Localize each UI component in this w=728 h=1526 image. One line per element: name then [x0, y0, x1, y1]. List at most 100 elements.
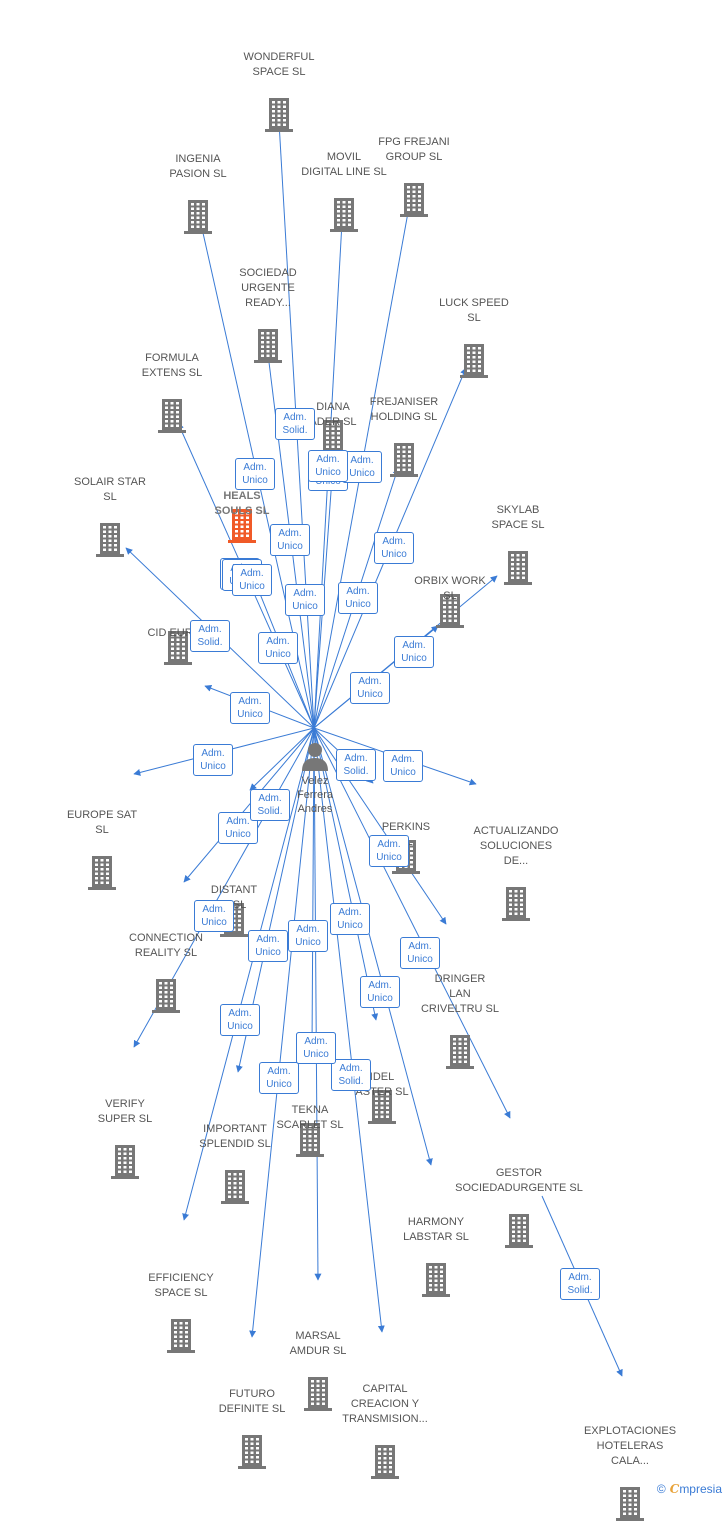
relation-badge-ingenia[interactable]: Adm.Unico: [235, 458, 275, 490]
building-icon[interactable]: [399, 183, 429, 217]
relation-badge-gestor[interactable]: Adm.Unico: [330, 903, 370, 935]
relation-badge-connection[interactable]: Adm.Unico: [194, 900, 234, 932]
relation-badge-luck[interactable]: Adm.Unico: [374, 532, 414, 564]
building-icon[interactable]: [370, 1445, 400, 1479]
relation-badge-idel[interactable]: Adm.Unico: [400, 937, 440, 969]
relation-badge-line: Adm.: [267, 1066, 291, 1077]
relation-badge-line: Unico: [349, 468, 375, 479]
relation-badge-futuro[interactable]: Adm.Unico: [230, 692, 270, 724]
building-icon[interactable]: [264, 98, 294, 132]
person-name[interactable]: Velez Ferrera Andres: [296, 775, 334, 815]
relation-badge-diana[interactable]: Adm.Unico: [285, 584, 325, 616]
building-icon[interactable]: [253, 329, 283, 363]
building-icon[interactable]: [220, 1170, 250, 1204]
relation-badge-line: Unico: [357, 689, 383, 700]
relation-badge-line: Adm.: [238, 696, 262, 707]
relation-badge-orbix[interactable]: Adm.Unico: [394, 636, 434, 668]
building-icon[interactable]: [367, 1090, 397, 1124]
relation-badge-verify[interactable]: Adm.Unico: [360, 976, 400, 1008]
relation-badge-movil[interactable]: Adm.Unico: [350, 672, 390, 704]
relation-badge-line: Unico: [242, 475, 268, 486]
building-icon[interactable]: [295, 1123, 325, 1157]
relation-badge-skylab[interactable]: Adm.Unico: [338, 582, 378, 614]
company-label-line: SPACE SL: [252, 66, 306, 78]
relation-badge-actualizando[interactable]: Adm.Unico: [383, 750, 423, 782]
relation-badge-capital[interactable]: Adm.Unico: [259, 1062, 299, 1094]
relation-badge-cid[interactable]: Adm.Unico: [258, 632, 298, 664]
relation-badge-solair[interactable]: Adm.Solid.: [190, 620, 230, 652]
building-icon[interactable]: [503, 551, 533, 585]
relation-badge-tekna[interactable]: Adm.Unico: [296, 1032, 336, 1064]
building-icon[interactable]: [389, 443, 419, 477]
building-icon[interactable]: [237, 1435, 267, 1469]
building-icon[interactable]: [110, 1145, 140, 1179]
relation-badge-perkins[interactable]: Adm.Solid.: [336, 749, 376, 781]
relation-badge-efficiency[interactable]: Adm.Unico: [288, 920, 328, 952]
relation-badge-dringer[interactable]: Adm.Unico: [218, 812, 258, 844]
building-icon[interactable]: [504, 1214, 534, 1248]
building-icon[interactable]: [445, 1035, 475, 1069]
company-label-line: SKYLAB: [496, 504, 540, 516]
relation-badge-wonderful[interactable]: Adm.Solid.: [275, 408, 315, 440]
relation-badge-line: Adm.: [296, 924, 320, 935]
building-icon[interactable]: [151, 979, 181, 1013]
building-icon[interactable]: [421, 1263, 451, 1297]
person-icon[interactable]: [299, 740, 331, 772]
building-icon[interactable]: [501, 887, 531, 921]
building-icon[interactable]: [615, 1487, 645, 1521]
building-icon[interactable]: [157, 399, 187, 433]
relation-badge-important[interactable]: Adm.Unico: [220, 1004, 260, 1036]
relation-badge-frejaniser[interactable]: Adm.Unico: [308, 450, 348, 482]
building-icon[interactable]: [227, 509, 257, 543]
building-icon[interactable]: [459, 344, 489, 378]
building-icon[interactable]: [329, 198, 359, 232]
relation-badge-distant[interactable]: Adm.Unico: [369, 835, 409, 867]
relation-badge-explotaciones[interactable]: Adm.Solid.: [560, 1268, 600, 1300]
relation-badge-line: Adm.: [240, 568, 264, 579]
building-icon[interactable]: [303, 1377, 333, 1411]
relation-badge-sociedad[interactable]: Adm.Unico: [270, 524, 310, 556]
relation-badge-marsal[interactable]: Adm.Solid.: [331, 1059, 371, 1091]
building-icon[interactable]: [166, 1319, 196, 1353]
building-icon[interactable]: [163, 631, 193, 665]
relation-badge-europe[interactable]: Adm.Unico: [193, 744, 233, 776]
relation-badge-harmony[interactable]: Adm.Unico: [248, 930, 288, 962]
building-icon[interactable]: [435, 594, 465, 628]
building-icon[interactable]: [87, 856, 117, 890]
building-icon[interactable]: [183, 200, 213, 234]
relation-badge-fpg[interactable]: Adm.Unico: [342, 451, 382, 483]
building-icon[interactable]: [95, 523, 125, 557]
relation-badge-pe[interactable]: Adm.Unico: [232, 564, 272, 596]
relation-badge-line: Adm.: [266, 636, 290, 647]
company-label-line: SOULS SL: [214, 505, 270, 517]
relation-badge-wonderful[interactable]: Adm.Solid.: [250, 789, 290, 821]
relation-badge-line: Solid.: [338, 1076, 364, 1087]
